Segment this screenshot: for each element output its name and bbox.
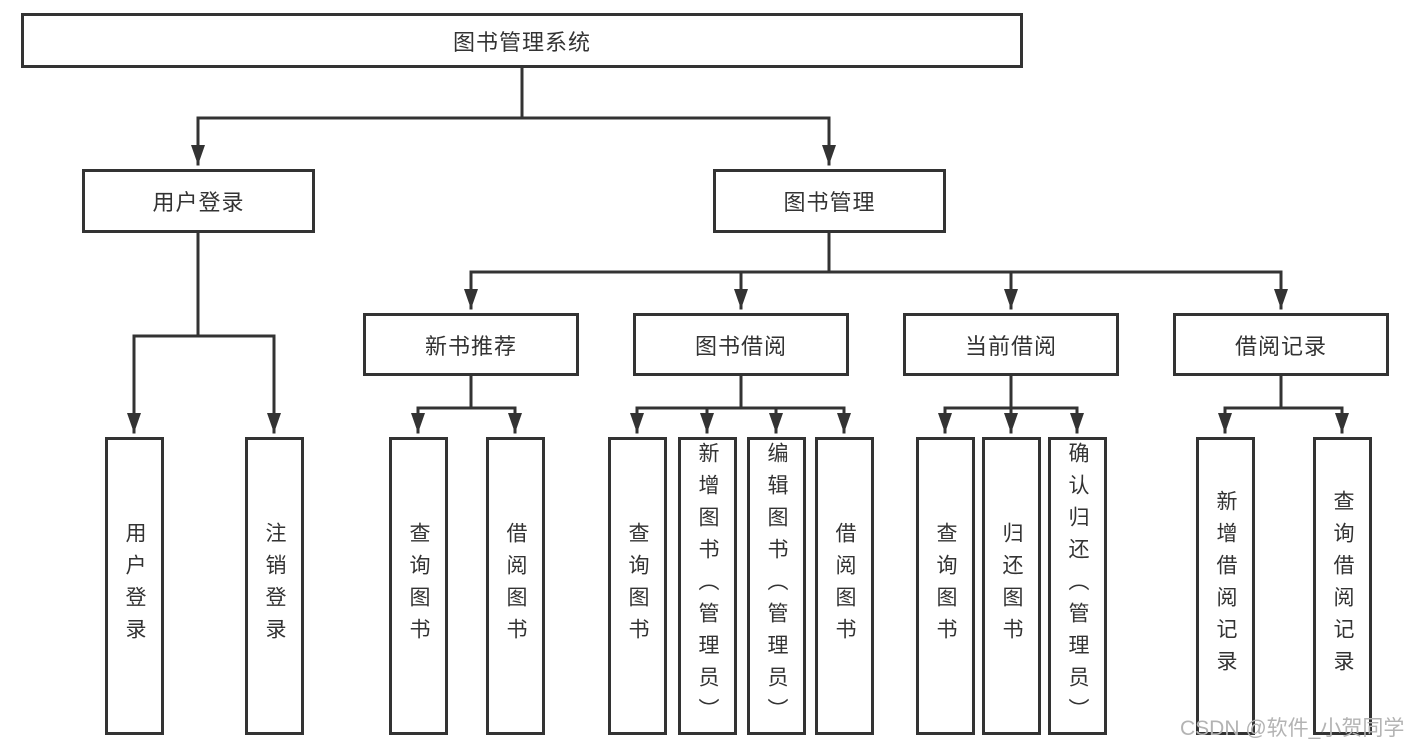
- node-label: 借阅记录: [1234, 333, 1327, 359]
- node-leaf-query-borrow-record: 查询借阅记录: [1313, 437, 1372, 735]
- node-new-book-recommend: 新书推荐: [363, 313, 579, 376]
- node-label: 用户登录: [152, 190, 245, 215]
- node-leaf-return-books: 归还图书: [982, 437, 1041, 735]
- node-leaf-query-books-recommend: 查询图书: [389, 437, 448, 735]
- connector-root-to-level2: [191, 65, 836, 166]
- node-library-management-system: 图书管理系统: [21, 13, 1023, 68]
- node-leaf-add-book-admin: 新增图书（管理员）: [678, 437, 737, 735]
- node-label: 确认归还（管理员）: [1066, 442, 1089, 730]
- node-label: 借阅图书: [833, 522, 856, 650]
- node-label: 归还图书: [1000, 522, 1023, 650]
- node-label: 查询图书: [407, 522, 430, 650]
- connector-new-book-branch: [411, 373, 522, 434]
- node-leaf-user-login: 用户登录: [105, 437, 164, 735]
- node-label: 借阅图书: [504, 522, 527, 650]
- node-leaf-add-borrow-record: 新增借阅记录: [1196, 437, 1255, 735]
- node-user-login: 用户登录: [82, 169, 315, 233]
- node-leaf-query-books-current: 查询图书: [916, 437, 975, 735]
- node-label: 图书管理: [783, 190, 876, 215]
- node-label: 查询图书: [934, 522, 957, 650]
- node-book-management: 图书管理: [713, 169, 946, 233]
- node-label: 注销登录: [263, 522, 286, 650]
- node-leaf-query-books-borrowing: 查询图书: [608, 437, 667, 735]
- node-label: 图书管理系统: [452, 29, 591, 55]
- node-leaf-edit-book-admin: 编辑图书（管理员）: [747, 437, 806, 735]
- node-leaf-confirm-return-admin: 确认归还（管理员）: [1048, 437, 1107, 735]
- connector-user-login-branch: [127, 230, 281, 434]
- node-leaf-borrow-books-recommend: 借阅图书: [486, 437, 545, 735]
- node-label: 新增图书（管理员）: [696, 442, 719, 730]
- csdn-watermark: CSDN @软件_小贺同学: [1180, 717, 1405, 740]
- node-label: 用户登录: [123, 522, 146, 650]
- node-label: 查询借阅记录: [1331, 490, 1354, 682]
- node-book-borrowing: 图书借阅: [633, 313, 849, 376]
- connector-book-management-branch: [464, 230, 1288, 310]
- node-leaf-borrow-books-borrowing: 借阅图书: [815, 437, 874, 735]
- connector-borrowing-records-branch: [1218, 373, 1349, 434]
- node-borrowing-records: 借阅记录: [1173, 313, 1389, 376]
- node-label: 当前借阅: [964, 333, 1057, 359]
- connector-book-borrowing-branch: [630, 373, 851, 434]
- node-label: 查询图书: [626, 522, 649, 650]
- connector-current-borrowing-branch: [938, 373, 1084, 434]
- node-label: 图书借阅: [694, 333, 787, 359]
- node-label: 新书推荐: [424, 333, 517, 359]
- node-label: 新增借阅记录: [1214, 490, 1237, 682]
- node-current-borrowing: 当前借阅: [903, 313, 1119, 376]
- node-leaf-logout: 注销登录: [245, 437, 304, 735]
- node-label: 编辑图书（管理员）: [765, 442, 788, 730]
